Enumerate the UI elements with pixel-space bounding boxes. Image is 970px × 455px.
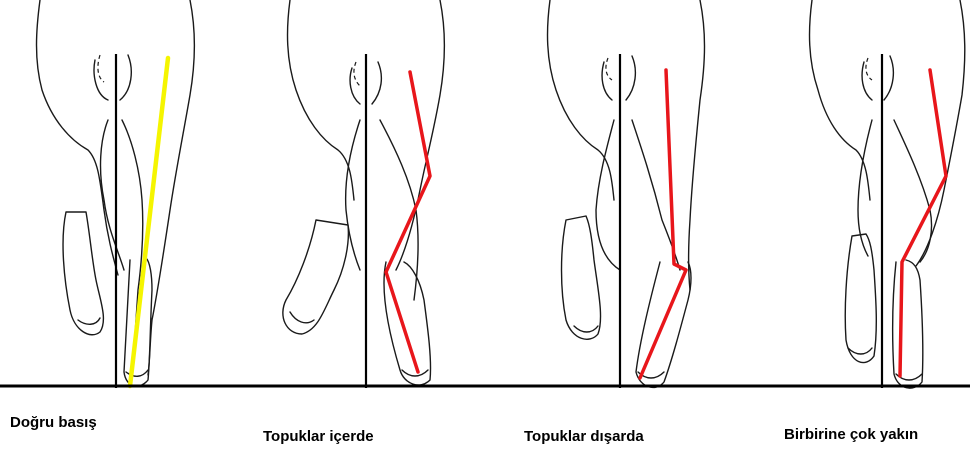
alignment-line: [130, 58, 168, 386]
raised-leg-outline: [845, 234, 876, 363]
support-leg-outline: [893, 260, 923, 388]
tail-outline: [862, 56, 893, 100]
panel-hocks-in: [283, 0, 445, 388]
left-hock-outline: [596, 120, 620, 270]
support-hoof: [402, 370, 428, 376]
hindquarters-outline: [288, 0, 354, 200]
tail-dash: [98, 55, 104, 82]
caption-too-close: Birbirine çok yakın: [784, 426, 918, 443]
hindquarters-outline: [548, 0, 614, 200]
right-thigh-outline: [396, 0, 445, 270]
hindquarters-outline: [37, 0, 119, 275]
raised-hoof: [848, 348, 872, 354]
panel-hocks-out: [548, 0, 705, 388]
raised-hoof: [574, 326, 598, 332]
support-leg-outline: [384, 262, 431, 385]
left-hock-outline: [101, 120, 124, 270]
raised-hoof: [290, 312, 314, 323]
raised-leg-outline: [562, 216, 601, 339]
caption-hocks-in: Topuklar içerde: [263, 428, 374, 445]
raised-leg-outline: [283, 220, 349, 334]
tail-dash: [606, 58, 612, 80]
panel-too-close: [810, 0, 965, 388]
alignment-line: [386, 72, 430, 372]
right-thigh-outline: [689, 0, 705, 290]
tail-outline: [602, 56, 635, 100]
tail-dash: [866, 58, 872, 80]
tail-dash: [354, 62, 360, 86]
left-hock-outline: [858, 120, 872, 256]
caption-correct-stance: Doğru basış: [10, 414, 97, 431]
panel-correct-stance: [37, 0, 195, 388]
raised-hoof: [78, 318, 100, 324]
raised-leg-outline: [63, 212, 103, 335]
caption-hocks-out: Topuklar dışarda: [524, 428, 644, 445]
